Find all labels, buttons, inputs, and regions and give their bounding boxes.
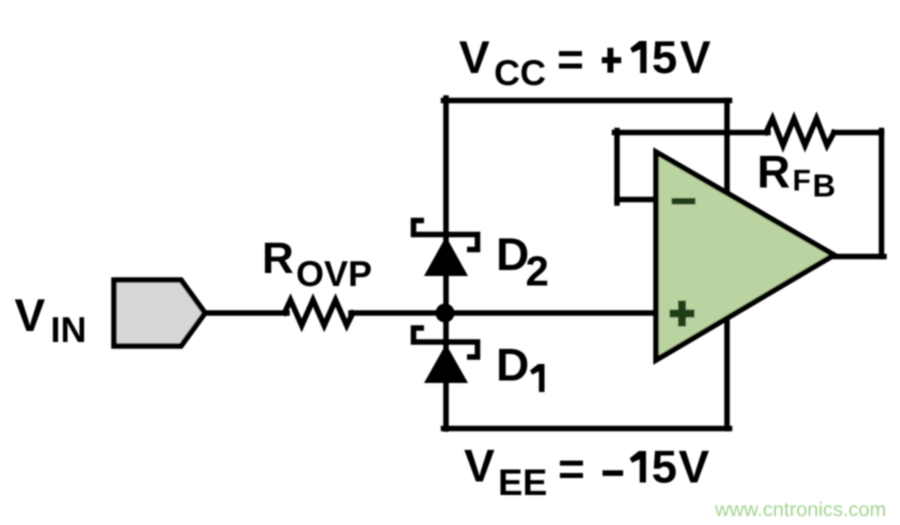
svg-text:5: 5 <box>652 31 678 83</box>
svg-text:www.cntronics.com: www.cntronics.com <box>714 499 886 521</box>
svg-text:R: R <box>757 146 790 198</box>
svg-text:D: D <box>496 228 529 280</box>
svg-text:EE: EE <box>498 462 547 503</box>
svg-text:V: V <box>464 440 495 492</box>
svg-text:CC: CC <box>494 52 546 93</box>
svg-text:OVP: OVP <box>296 253 372 294</box>
svg-text:V: V <box>680 31 711 83</box>
svg-text:=: = <box>558 443 585 495</box>
svg-text:=: = <box>557 33 584 85</box>
svg-text:D: D <box>496 339 529 391</box>
svg-text:IN: IN <box>51 309 87 350</box>
svg-text:B: B <box>813 168 836 204</box>
svg-text:2: 2 <box>526 248 549 295</box>
svg-text:V: V <box>679 441 710 493</box>
svg-text:V: V <box>459 31 490 83</box>
svg-text:V: V <box>15 289 46 341</box>
svg-text:R: R <box>262 234 294 283</box>
svg-text:F: F <box>793 165 811 198</box>
svg-text:5: 5 <box>652 441 678 493</box>
